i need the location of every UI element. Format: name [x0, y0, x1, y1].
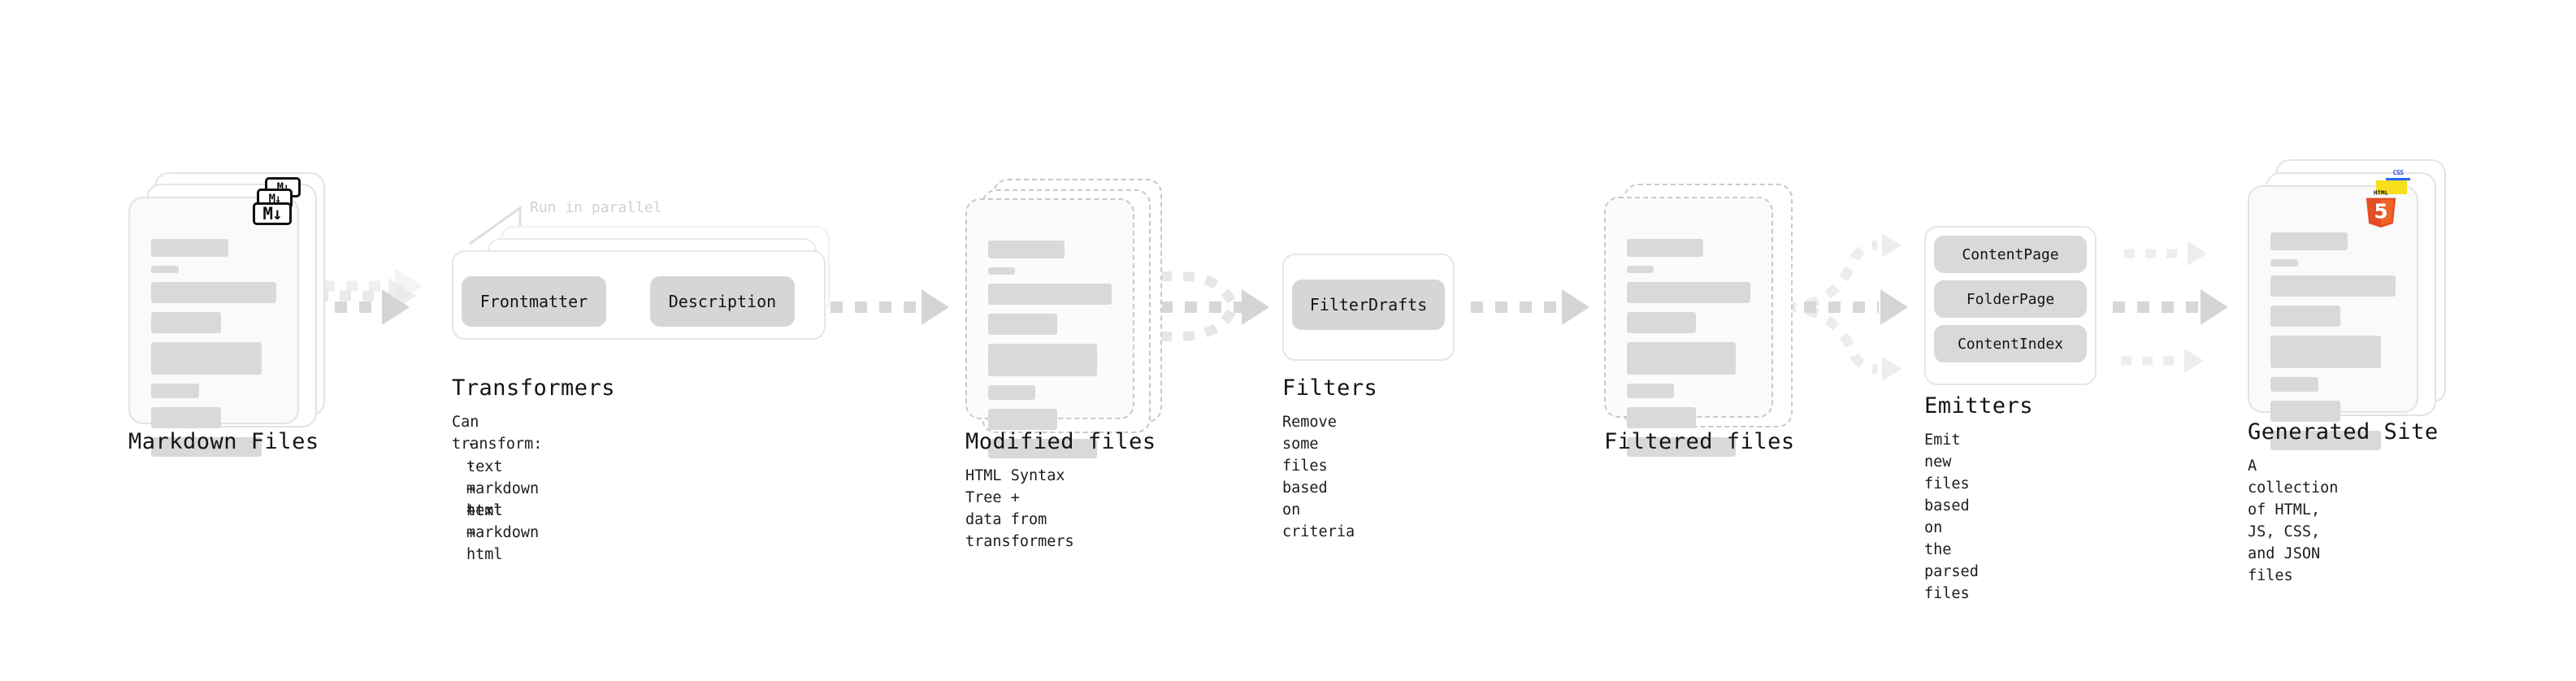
filters-subtitle: Remove some files based on criteria: [1282, 414, 1355, 540]
modified-skeleton: [988, 241, 1112, 467]
transformers-bullet-2: · html → html: [466, 480, 503, 563]
arrow-transformers-to-modified: [830, 289, 949, 325]
transformers-subtitle: Can transform:: [452, 414, 543, 453]
run-in-parallel-hint: Run in parallel: [530, 199, 662, 216]
modified-card-front: [965, 198, 1134, 458]
generated-site-title: Generated Site: [2248, 419, 2439, 445]
site-skeleton: [2270, 232, 2396, 459]
transformers-title: Transformers: [452, 375, 616, 401]
modified-files-title: Modified files: [965, 429, 1156, 454]
filters-title: Filters: [1282, 375, 1378, 401]
emitter-pill-contentpage[interactable]: ContentPage: [1934, 236, 2087, 273]
emitters-subtitle: Emit new files based on the parsed files: [1924, 432, 1979, 602]
generated-site-subtitle: A collection of HTML, JS, CSS, and JSON …: [2248, 458, 2339, 584]
markdown-skeleton: [151, 239, 276, 466]
arrow-filtered-to-emitters: [1780, 233, 1908, 381]
arrow-filters-to-filtered: [1471, 289, 1589, 325]
emitters-title: Emitters: [1924, 393, 2034, 419]
filter-pill-filterdrafts[interactable]: FilterDrafts: [1292, 280, 1445, 330]
transformer-pill-frontmatter[interactable]: Frontmatter: [462, 276, 606, 327]
javascript-badge: [2376, 180, 2407, 194]
filtered-files-title: Filtered files: [1604, 429, 1795, 454]
markdown-card-front: [128, 197, 299, 457]
transformers-bullet-0: · text → text: [466, 436, 503, 519]
html5-badge-five: 5: [2374, 199, 2387, 223]
filtered-card-front: [1604, 197, 1773, 457]
css-badge: CSS: [2386, 167, 2410, 180]
modified-files-subtitle: HTML Syntax Tree + data from transformer…: [965, 467, 1074, 550]
arrow-emitters-to-site: [2113, 241, 2228, 373]
html5-badge-text: HTML: [2374, 189, 2388, 196]
markdown-files-title: Markdown Files: [128, 429, 319, 454]
html5-badge: HTML 5: [2366, 189, 2396, 228]
filtered-skeleton: [1627, 239, 1750, 466]
emitter-pill-contentindex[interactable]: ContentIndex: [1934, 325, 2087, 362]
transformer-pill-description[interactable]: Description: [650, 276, 795, 327]
emitter-pill-folderpage[interactable]: FolderPage: [1934, 280, 2087, 318]
transformers-bullet-1: · markdown → markdown: [466, 458, 540, 541]
markdown-badge: M↓: [253, 202, 292, 225]
arrow-markdown-to-transformers: [310, 268, 423, 325]
